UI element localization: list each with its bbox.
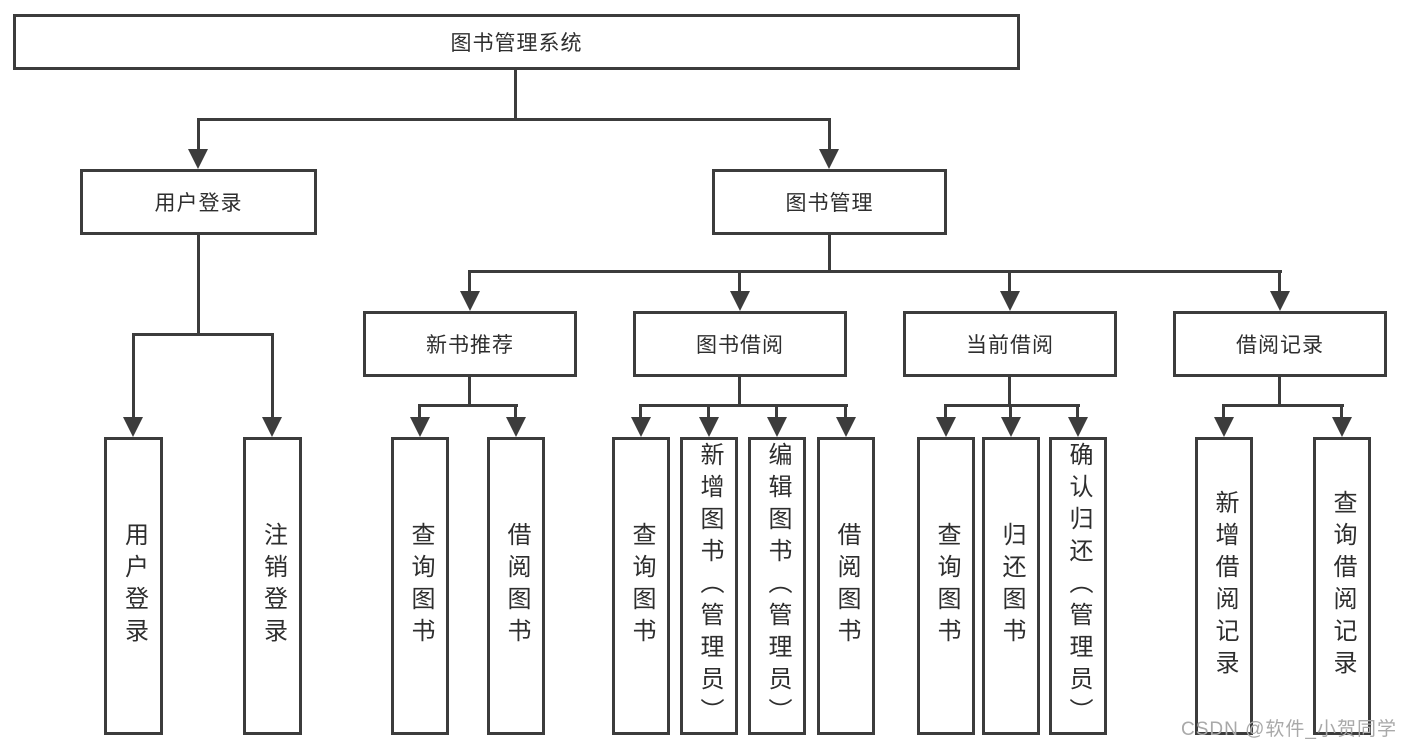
arrowhead-book-borrowing xyxy=(730,291,750,311)
edge-drop-book-management xyxy=(828,118,831,152)
edge-root-split xyxy=(197,118,831,121)
node-label: 查询图书 xyxy=(628,522,655,650)
node-label: 注销登录 xyxy=(259,522,287,650)
edge-drop-leaf-add-record xyxy=(1222,404,1225,421)
node-user-login: 用户登录 xyxy=(80,169,317,235)
arrowhead-leaf-edit-book-admin xyxy=(767,417,787,437)
edge-drop-leaf-query-books-3 xyxy=(944,404,947,421)
arrowhead-current-borrowing xyxy=(1000,291,1020,311)
edge-current-borrowing-split xyxy=(944,404,1080,407)
node-label: 借阅图书 xyxy=(503,522,530,650)
leaf-edit-book-admin: 编辑图书（管理员） xyxy=(748,437,806,735)
node-label: 用户登录 xyxy=(120,522,148,650)
arrowhead-leaf-add-book-admin xyxy=(699,417,719,437)
edge-drop-leaf-add-book-admin xyxy=(707,404,710,421)
edge-user-login-split xyxy=(132,333,274,336)
edge-drop-leaf-logout xyxy=(271,333,274,421)
edge-drop-leaf-borrow-books-2 xyxy=(844,404,847,421)
node-label: 用户登录 xyxy=(154,192,243,215)
node-new-book-recommend: 新书推荐 xyxy=(363,311,577,377)
leaf-query-books-2: 查询图书 xyxy=(612,437,670,735)
edge-drop-borrowing-records xyxy=(1278,270,1281,293)
node-label: 新增图书（管理员） xyxy=(696,442,723,730)
arrowhead-leaf-return-books xyxy=(1001,417,1021,437)
arrowhead-leaf-user-login xyxy=(123,417,143,437)
arrowhead-leaf-query-books-2 xyxy=(631,417,651,437)
edge-drop-leaf-query-record xyxy=(1340,404,1343,421)
node-label: 查询图书 xyxy=(407,522,434,650)
leaf-user-login: 用户登录 xyxy=(104,437,163,735)
leaf-query-books-3: 查询图书 xyxy=(917,437,975,735)
edge-drop-leaf-query-books-1 xyxy=(418,404,421,421)
watermark: CSDN @软件_小贺同学 xyxy=(1181,719,1397,740)
node-label: 借阅记录 xyxy=(1236,334,1324,357)
node-label: 图书借阅 xyxy=(696,334,784,357)
node-label: 确认归还（管理员） xyxy=(1065,442,1092,730)
node-label: 编辑图书（管理员） xyxy=(764,442,791,730)
edge-drop-leaf-edit-book-admin xyxy=(775,404,778,421)
edge-borrowing-records-stem xyxy=(1278,377,1281,406)
arrowhead-leaf-add-record xyxy=(1214,417,1234,437)
node-label: 当前借阅 xyxy=(966,334,1054,357)
node-book-management: 图书管理 xyxy=(712,169,947,235)
node-label: 图书管理 xyxy=(785,192,874,215)
arrowhead-leaf-borrow-books-1 xyxy=(506,417,526,437)
edge-new-book-recommend-stem xyxy=(468,377,471,406)
edge-drop-user-login xyxy=(197,118,200,152)
edge-user-login-stem xyxy=(197,235,200,336)
arrowhead-leaf-query-record xyxy=(1332,417,1352,437)
node-label: 归还图书 xyxy=(998,522,1025,650)
node-label: 查询借阅记录 xyxy=(1329,490,1356,682)
node-label: 新书推荐 xyxy=(426,334,514,357)
node-label: 借阅图书 xyxy=(833,522,860,650)
edge-drop-new-book-recommend xyxy=(468,270,471,293)
node-library-management-system: 图书管理系统 xyxy=(13,14,1020,70)
node-book-borrowing: 图书借阅 xyxy=(633,311,847,377)
edge-book-management-split xyxy=(468,270,1282,273)
edge-new-book-recommend-split xyxy=(418,404,518,407)
arrowhead-leaf-query-books-1 xyxy=(410,417,430,437)
arrowhead-borrowing-records xyxy=(1270,291,1290,311)
arrowhead-new-book-recommend xyxy=(460,291,480,311)
leaf-return-books: 归还图书 xyxy=(982,437,1040,735)
edge-borrowing-records-split xyxy=(1222,404,1344,407)
node-label: 查询图书 xyxy=(933,522,960,650)
leaf-borrow-books-2: 借阅图书 xyxy=(817,437,875,735)
node-label: 新增借阅记录 xyxy=(1211,490,1238,682)
leaf-query-books-1: 查询图书 xyxy=(391,437,449,735)
arrowhead-leaf-logout xyxy=(262,417,282,437)
edge-book-borrowing-stem xyxy=(738,377,741,406)
edge-book-borrowing-split xyxy=(639,404,848,407)
leaf-query-borrow-record: 查询借阅记录 xyxy=(1313,437,1371,735)
node-current-borrowing: 当前借阅 xyxy=(903,311,1117,377)
edge-root-stem xyxy=(514,70,517,120)
arrowhead-user-login xyxy=(188,149,208,169)
edge-drop-leaf-borrow-books-1 xyxy=(514,404,517,421)
leaf-confirm-return-admin: 确认归还（管理员） xyxy=(1049,437,1107,735)
arrowhead-leaf-query-books-3 xyxy=(936,417,956,437)
leaf-borrow-books-1: 借阅图书 xyxy=(487,437,545,735)
node-label: 图书管理系统 xyxy=(450,32,583,55)
arrowhead-book-management xyxy=(819,149,839,169)
edge-drop-leaf-return-books xyxy=(1009,404,1012,421)
arrowhead-leaf-confirm-return xyxy=(1068,417,1088,437)
leaf-logout: 注销登录 xyxy=(243,437,302,735)
leaf-add-borrow-record: 新增借阅记录 xyxy=(1195,437,1253,735)
node-borrowing-records: 借阅记录 xyxy=(1173,311,1387,377)
arrowhead-leaf-borrow-books-2 xyxy=(836,417,856,437)
leaf-add-book-admin: 新增图书（管理员） xyxy=(680,437,738,735)
edge-current-borrowing-stem xyxy=(1008,377,1011,406)
edge-book-management-stem xyxy=(828,235,831,273)
edge-drop-current-borrowing xyxy=(1008,270,1011,293)
edge-drop-leaf-confirm-return xyxy=(1076,404,1079,421)
edge-drop-leaf-user-login xyxy=(132,333,135,421)
edge-drop-leaf-query-books-2 xyxy=(639,404,642,421)
edge-drop-book-borrowing xyxy=(738,270,741,293)
